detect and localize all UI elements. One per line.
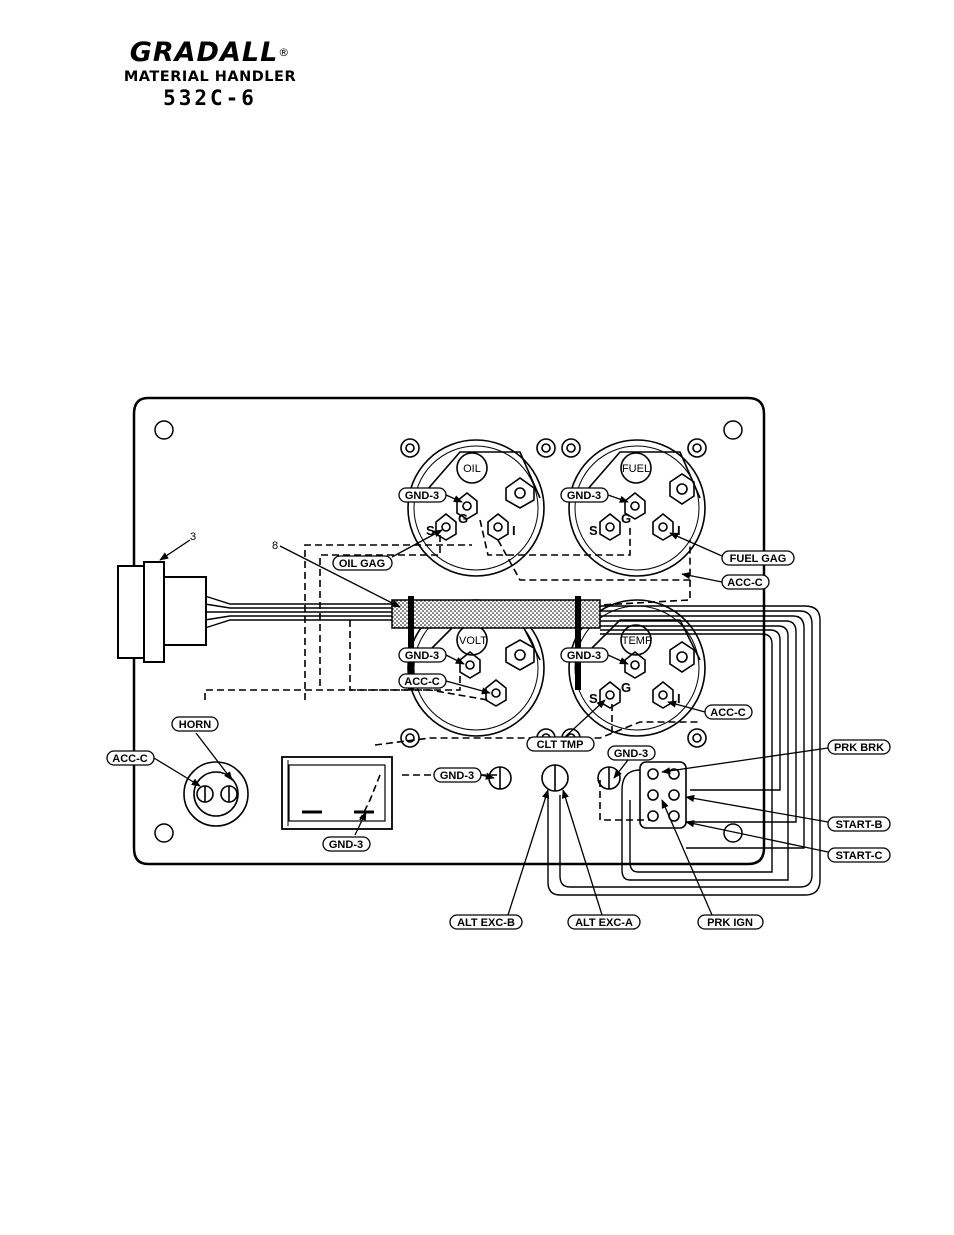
rocker-switch <box>281 756 393 830</box>
tag-gnd3-key-text: GND-3 <box>614 748 648 760</box>
tag-start-b: START-B <box>827 816 891 832</box>
tag-horn: HORN <box>171 716 219 732</box>
fuel-terminal-g: G <box>621 511 631 526</box>
oil-gauge-label: OIL <box>463 463 481 475</box>
tag-gnd3-switch: GND-3 <box>322 836 371 852</box>
tag-acc-c-horn-text: ACC-C <box>112 753 147 765</box>
harness-sleeve <box>391 599 601 629</box>
model-number: 532C-6 <box>163 86 257 110</box>
fuel-gauge-label: FUEL <box>622 463 650 475</box>
leader-lines <box>153 494 829 916</box>
key-switch <box>639 761 687 829</box>
tag-prk-brk-text: PRK BRK <box>834 742 884 754</box>
tag-gnd3-temp-text: GND-3 <box>567 650 601 662</box>
oil-terminal-i: I <box>512 523 516 538</box>
tag-prk-brk: PRK BRK <box>827 739 891 755</box>
tag-acc-c-fuel: ACC-C <box>721 574 770 590</box>
connector-callout-number: 3 <box>190 531 196 543</box>
temp-terminal-i: I <box>677 691 681 706</box>
document-header: GRADALL® MATERIAL HANDLER 532C-6 <box>110 38 310 111</box>
tag-oil-gag: OIL GAG <box>332 555 393 571</box>
tag-fuel-gag: FUEL GAG <box>721 550 795 566</box>
tag-start-c-text: START-C <box>836 850 883 862</box>
instrument-panel <box>132 396 766 866</box>
temp-gauge-label: TEMP <box>622 635 653 647</box>
tag-gnd3-key: GND-3 <box>607 745 656 761</box>
document-subtitle: MATERIAL HANDLER <box>123 69 297 85</box>
tag-fuel-gag-text: FUEL GAG <box>730 553 787 565</box>
tag-clt-tmp-text: CLT TMP <box>537 739 584 751</box>
tag-start-c: START-C <box>827 847 891 863</box>
tag-acc-c-volt-text: ACC-C <box>404 676 439 688</box>
tag-alt-exc-b: ALT EXC-B <box>449 914 523 930</box>
tag-clt-tmp: CLT TMP <box>526 736 595 752</box>
tag-prk-ign: PRK IGN <box>697 914 764 930</box>
temp-terminal-s: S <box>589 691 598 706</box>
tag-oil-gag-text: OIL GAG <box>339 558 385 570</box>
tag-gnd3-volt: GND-3 <box>398 647 447 663</box>
oil-terminal-g: G <box>458 511 468 526</box>
tag-alt-exc-b-text: ALT EXC-B <box>457 917 515 929</box>
tag-gnd3-fuel: GND-3 <box>560 487 609 503</box>
tag-horn-text: HORN <box>179 719 211 731</box>
harness-callout-number: 8 <box>272 540 278 552</box>
tag-gnd3-oil-text: GND-3 <box>405 490 439 502</box>
tag-alt-exc-a: ALT EXC-A <box>567 914 641 930</box>
tag-acc-c-volt: ACC-C <box>398 673 447 689</box>
tag-gnd3-fuel-text: GND-3 <box>567 490 601 502</box>
tag-acc-c-fuel-text: ACC-C <box>727 577 762 589</box>
tag-gnd3-terminal-text: GND-3 <box>440 770 474 782</box>
tag-acc-c-temp-text: ACC-C <box>710 707 745 719</box>
fuel-terminal-i: I <box>677 523 681 538</box>
dashed-wires <box>204 519 700 821</box>
fuel-gauge <box>561 438 707 577</box>
panel-mounting-holes <box>154 420 743 843</box>
registered-mark: ® <box>278 46 291 59</box>
fuel-terminal-s: S <box>589 523 598 538</box>
tag-gnd3-switch-text: GND-3 <box>329 839 363 851</box>
tag-acc-c-horn: ACC-C <box>106 750 155 766</box>
tag-prk-ign-text: PRK IGN <box>707 917 753 929</box>
volt-gauge-label: VOLT <box>459 635 487 647</box>
tag-gnd3-terminal: GND-3 <box>433 767 482 783</box>
harness-connector <box>117 561 207 663</box>
tag-alt-exc-a-text: ALT EXC-A <box>575 917 633 929</box>
brand-name: GRADALL <box>129 37 279 68</box>
brand-logo: GRADALL® <box>110 38 310 68</box>
tag-gnd3-volt-text: GND-3 <box>405 650 439 662</box>
horn-connector <box>183 761 249 827</box>
wire-bundle <box>204 595 821 896</box>
tag-gnd3-temp: GND-3 <box>560 647 609 663</box>
tag-acc-c-temp: ACC-C <box>704 704 753 720</box>
oil-terminal-s: S <box>426 523 435 538</box>
tag-start-b-text: START-B <box>836 819 883 831</box>
bottom-terminals <box>488 764 621 792</box>
tag-gnd3-oil: GND-3 <box>398 487 447 503</box>
temp-terminal-g: G <box>621 680 631 695</box>
